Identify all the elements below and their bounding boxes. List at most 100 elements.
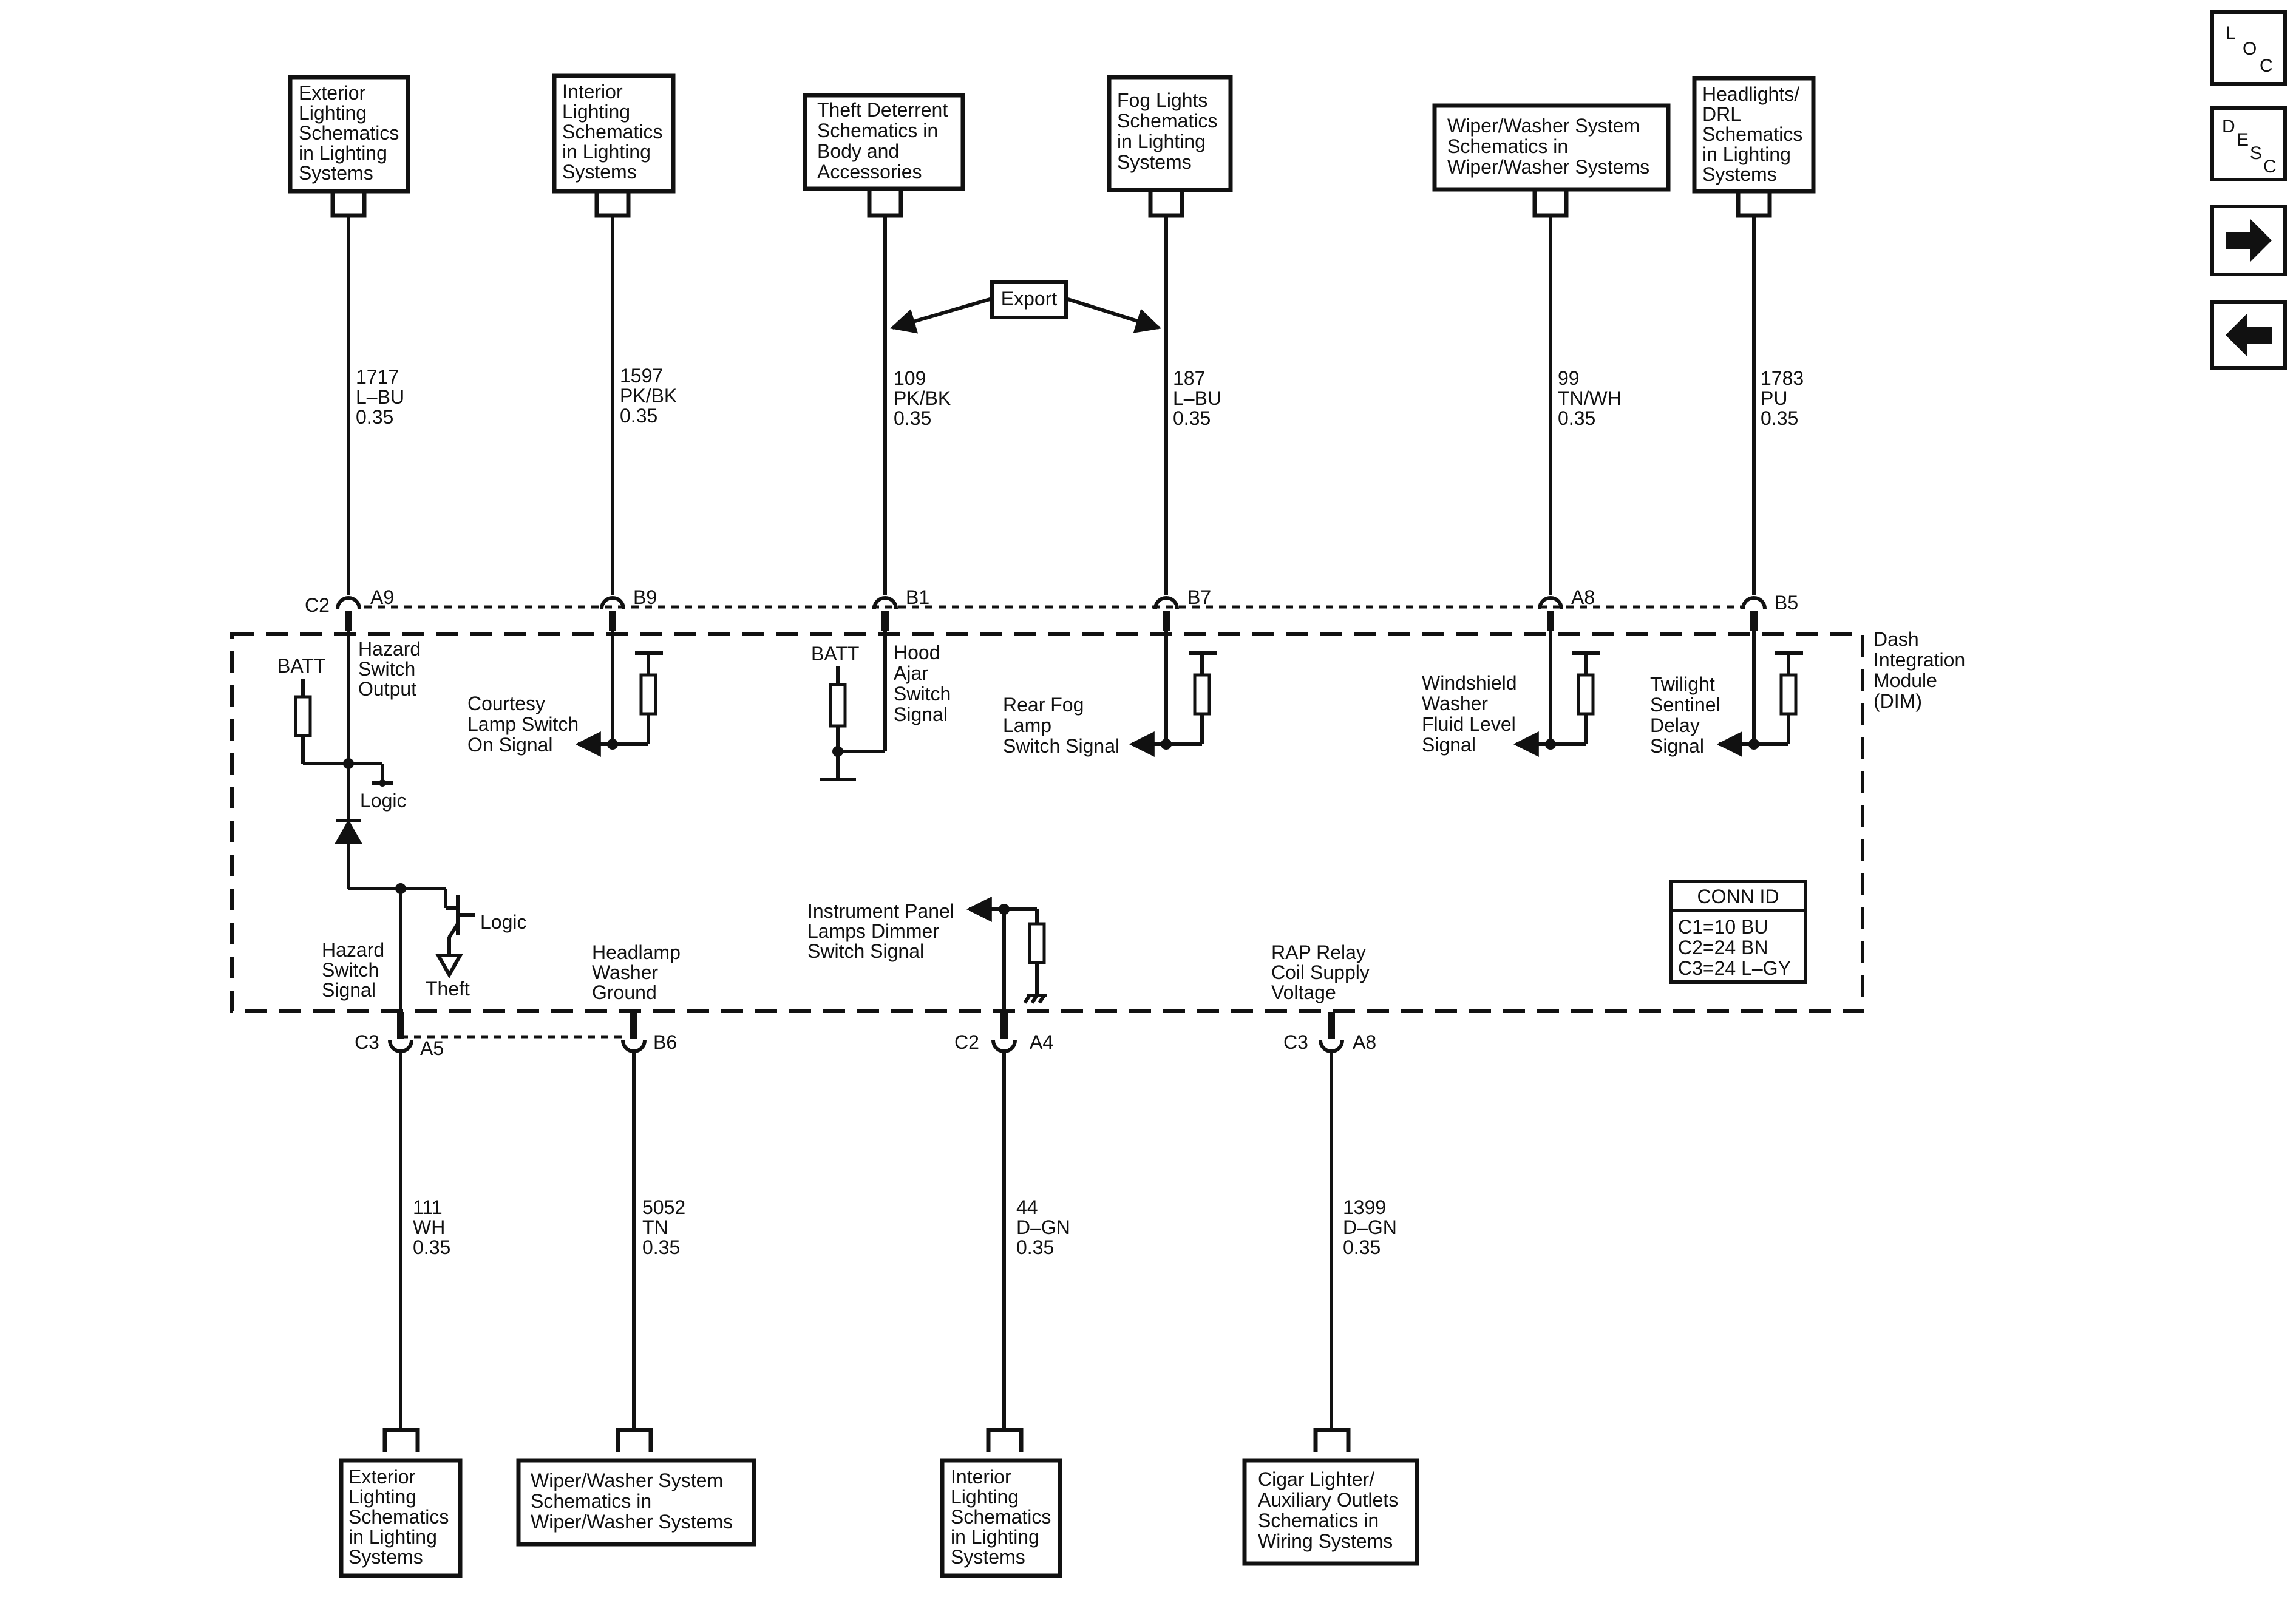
pin-a9-label: A9 [370, 586, 394, 608]
int-light-top-box[interactable] [552, 73, 676, 194]
export-arrow-left [889, 297, 993, 334]
desc-letter-c: C [2263, 157, 2277, 177]
wiper-top-box[interactable] [1432, 103, 1671, 192]
prev-arrow-icon [2226, 313, 2272, 357]
bottom-connector-row [388, 1012, 1344, 1053]
pin-a9 [336, 596, 361, 609]
theft-top-box[interactable] [803, 93, 965, 191]
pin-b1 [872, 596, 898, 609]
pin-a8-bottom [1319, 1040, 1344, 1053]
export-arrow-right [1065, 297, 1162, 333]
bottom-connector-labels: C3 A5 B6 C2 A4 C3 A8 [355, 1031, 1376, 1059]
conn-id-title: CONN ID [1697, 886, 1779, 907]
prev-button[interactable] [2210, 300, 2287, 370]
desc-button[interactable]: D E S C [2210, 106, 2287, 181]
pin-a4 [991, 1040, 1017, 1053]
desc-letter-s: S [2250, 143, 2262, 163]
pin-a8-top-label: A8 [1571, 586, 1595, 608]
headlights-top-box[interactable] [1692, 76, 1816, 194]
pin-a5 [388, 1040, 413, 1053]
desc-letter-d: D [2222, 117, 2235, 137]
pin-b7-label: B7 [1187, 586, 1211, 608]
nav-buttons: L O C D E S C [2210, 10, 2287, 370]
conn-c2-bottom-label: C2 [954, 1031, 979, 1053]
conn-c3-left-label: C3 [355, 1031, 379, 1053]
next-arrow-icon [2226, 219, 2272, 262]
fog-top-box[interactable] [1107, 75, 1233, 192]
top-box-connectors [330, 191, 1772, 218]
junction-dots [343, 739, 1759, 915]
cigar-bottom-box[interactable] [1242, 1458, 1419, 1566]
export-callout: Export [889, 280, 1162, 334]
conn-c2-label: C2 [305, 594, 330, 616]
pin-b5-label: B5 [1775, 592, 1798, 614]
dim-module-boundary [230, 632, 1864, 1013]
pin-b6 [621, 1040, 647, 1053]
module-circuits [294, 631, 1803, 1032]
wiper-bottom-box[interactable] [516, 1458, 756, 1547]
pin-b1-label: B1 [906, 586, 929, 608]
bottom-boxes [339, 1458, 1419, 1578]
top-connector-labels: C2 A9 B9 B1 B7 A8 B5 [305, 586, 1798, 616]
ext-light-top-box[interactable] [288, 75, 410, 194]
int-light-bottom-box[interactable] [940, 1458, 1062, 1578]
loc-letter-o: O [2243, 39, 2257, 59]
top-boxes [288, 73, 1816, 194]
theft-label: Theft [426, 978, 470, 1000]
pin-a8-top [1538, 596, 1563, 609]
batt2-label: BATT [811, 643, 859, 665]
batt1-label: BATT [277, 655, 325, 677]
logic1-label: Logic [360, 790, 407, 812]
pin-a5-label: A5 [420, 1037, 444, 1059]
loc-button[interactable]: L O C [2210, 10, 2287, 86]
loc-letter-l: L [2226, 23, 2236, 43]
export-label: Export [1001, 288, 1058, 310]
ext-light-bottom-box[interactable] [339, 1458, 463, 1578]
pin-b7 [1153, 596, 1179, 609]
pin-a4-label: A4 [1030, 1031, 1053, 1053]
pin-b6-label: B6 [653, 1031, 677, 1053]
top-connector-row [336, 596, 1767, 631]
logic2-label: Logic [480, 911, 527, 933]
desc-letter-e: E [2237, 130, 2249, 150]
bottom-wires [399, 1051, 1333, 1430]
next-button[interactable] [2210, 205, 2287, 276]
loc-letter-c: C [2260, 56, 2273, 76]
conn-c3-right-label: C3 [1283, 1031, 1308, 1053]
bottom-box-connectors [382, 1428, 1351, 1452]
pin-b9 [600, 596, 625, 609]
